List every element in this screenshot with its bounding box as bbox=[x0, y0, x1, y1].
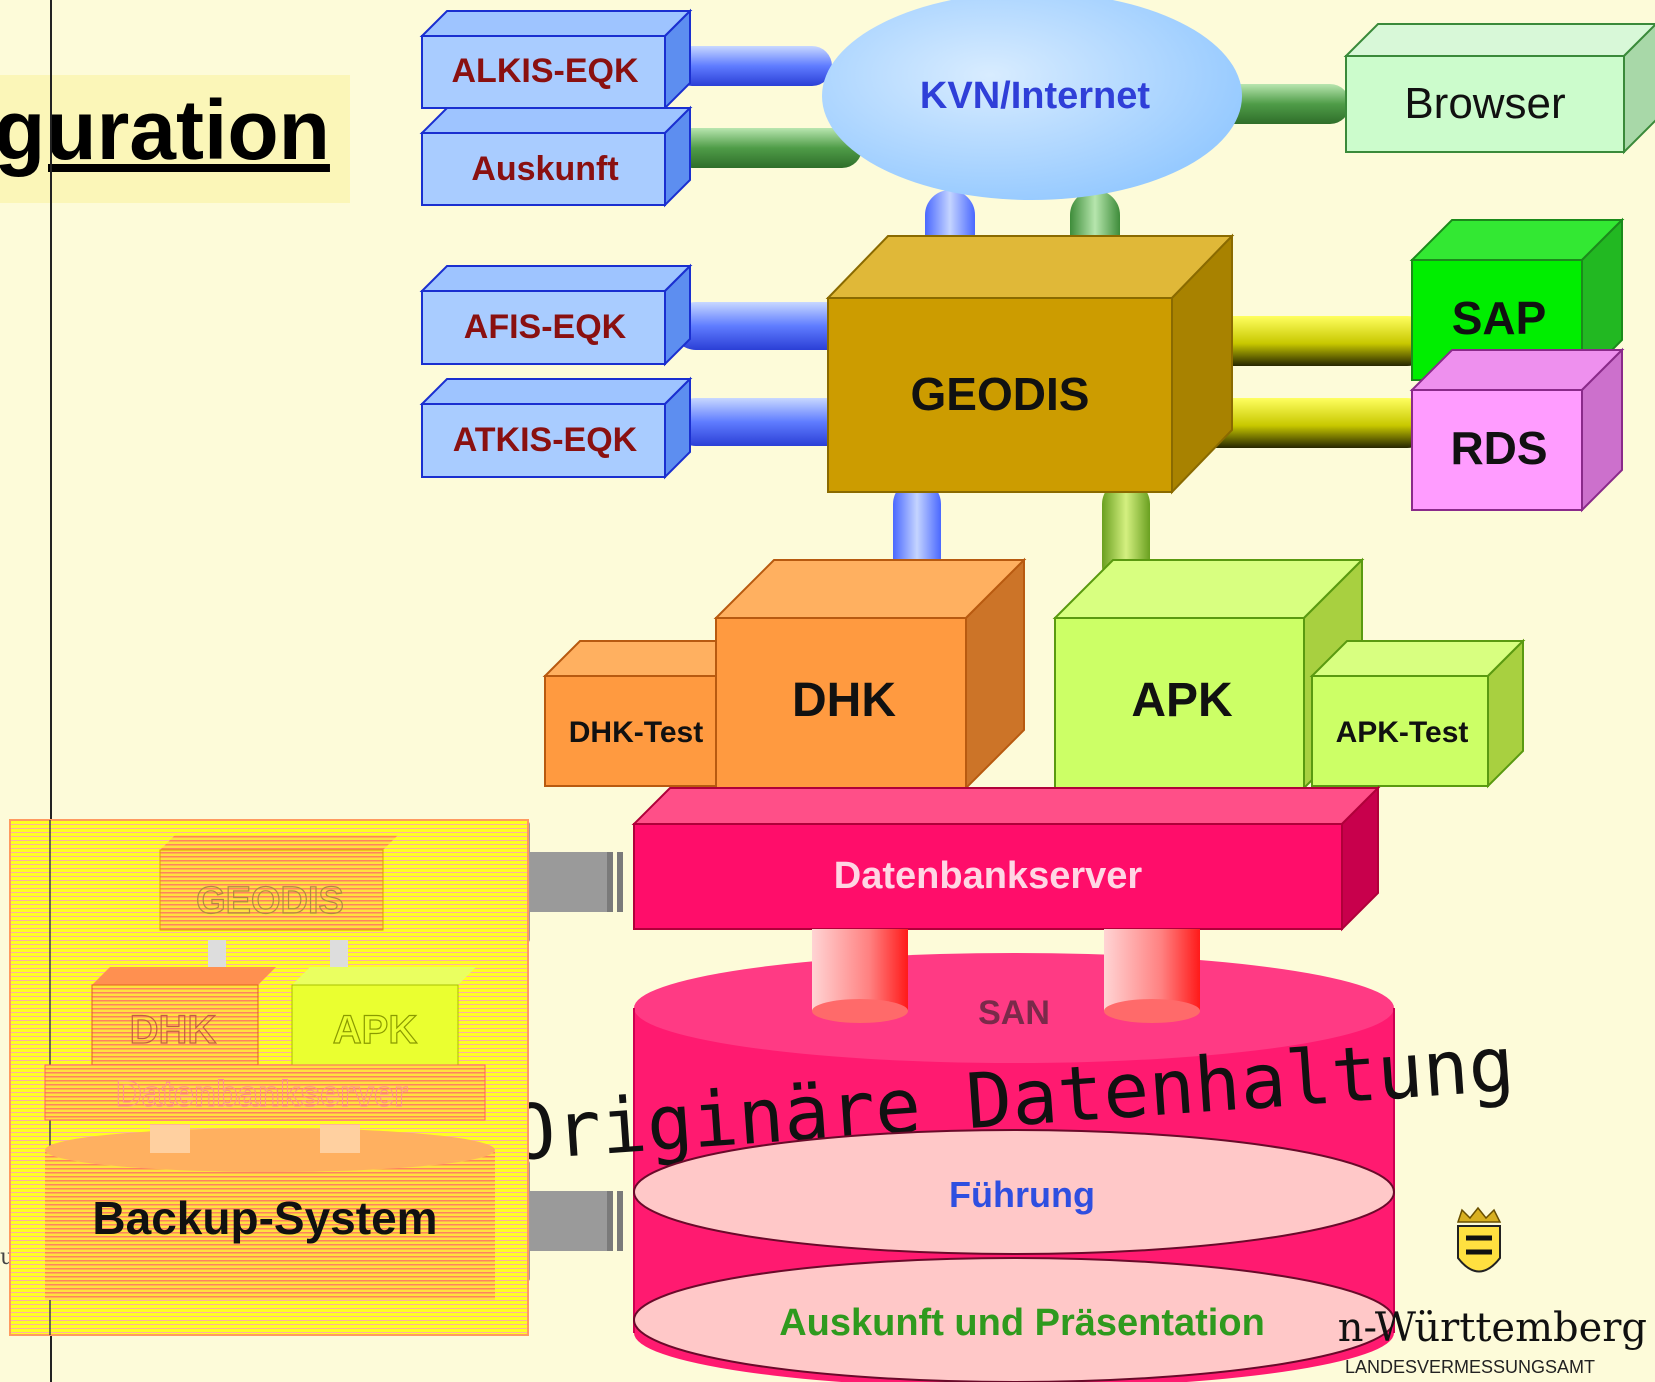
atkis-eqk-box: ATKIS-EQK bbox=[419, 376, 693, 480]
browser-box: Browser bbox=[1343, 23, 1655, 155]
backup-datenbankserver-label: Datenbankserver bbox=[116, 1073, 408, 1114]
dhk-label: DHK bbox=[792, 674, 896, 727]
state-name-text: n-Württemberg bbox=[1337, 1305, 1647, 1351]
apk-test-box: APK-Test bbox=[1309, 638, 1526, 789]
dhk-box: DHK bbox=[713, 557, 1027, 791]
backup-geodis-label: GEODIS bbox=[196, 880, 344, 922]
fuehrung-disk: Führung bbox=[633, 1129, 1395, 1255]
auskunft-label: Auskunft bbox=[471, 150, 618, 188]
auskunft-praesentation-disk: Auskunft und Präsentation bbox=[633, 1257, 1395, 1382]
backup-apk-label: APK bbox=[333, 1008, 418, 1052]
coat-of-arms-icon bbox=[1456, 1206, 1502, 1273]
kvn-internet-cloud: KVN/Internet bbox=[822, 0, 1242, 200]
rds-box: RDS bbox=[1409, 347, 1625, 513]
san-pipes bbox=[812, 929, 1200, 1023]
alkis-eqk-box: ALKIS-EQK bbox=[419, 8, 693, 111]
apk-label: APK bbox=[1131, 674, 1233, 727]
dhk-test-label: DHK-Test bbox=[569, 716, 703, 749]
kvn-internet-label: KVN/Internet bbox=[920, 75, 1150, 117]
rds-label: RDS bbox=[1450, 422, 1547, 474]
atkis-eqk-label: ATKIS-EQK bbox=[453, 421, 638, 459]
geodis-box: GEODIS bbox=[825, 233, 1235, 495]
datenbankserver-box: Datenbankserver bbox=[631, 785, 1381, 932]
agency-name-text: LANDESVERMESSUNGSAMT bbox=[1345, 1357, 1596, 1377]
geodis-label: GEODIS bbox=[911, 368, 1090, 420]
left-divider-line bbox=[50, 0, 52, 1382]
backup-dhk-label: DHK bbox=[130, 1008, 217, 1052]
auskunft-praesentation-label: Auskunft und Präsentation bbox=[779, 1302, 1265, 1344]
fuehrung-label: Führung bbox=[949, 1174, 1095, 1215]
backup-system-label: Backup-System bbox=[92, 1192, 437, 1244]
dhk-test-box: DHK-Test bbox=[542, 640, 763, 787]
apk-test-label: APK-Test bbox=[1336, 716, 1469, 749]
alkis-eqk-label: ALKIS-EQK bbox=[452, 52, 639, 90]
title-background bbox=[0, 75, 350, 203]
page-title: guration bbox=[0, 83, 330, 177]
backup-system-panel: GEODIS DHK APK Datenbankserver Backup-Sy… bbox=[9, 819, 529, 1336]
sap-label: SAP bbox=[1452, 292, 1547, 344]
san-label: SAN bbox=[978, 994, 1050, 1032]
browser-label: Browser bbox=[1404, 79, 1565, 128]
auskunft-box: Auskunft bbox=[419, 105, 693, 208]
afis-eqk-label: AFIS-EQK bbox=[464, 308, 627, 346]
datenbankserver-label: Datenbankserver bbox=[834, 855, 1143, 897]
afis-eqk-box: AFIS-EQK bbox=[419, 263, 693, 367]
